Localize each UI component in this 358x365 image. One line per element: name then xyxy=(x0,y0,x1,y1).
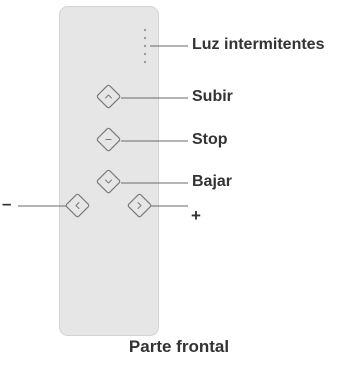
chevron-left-icon xyxy=(75,202,80,209)
left-button[interactable] xyxy=(65,193,90,218)
up-label: Subir xyxy=(192,88,233,105)
down-label: Bajar xyxy=(192,173,233,190)
led-indicator xyxy=(143,28,147,64)
down-button[interactable] xyxy=(96,169,121,194)
plus-label: + xyxy=(191,206,201,225)
chevron-down-icon xyxy=(105,179,112,184)
chevron-right-icon xyxy=(137,202,142,209)
right-button[interactable] xyxy=(127,193,152,218)
stop-label: Stop xyxy=(192,131,228,148)
led-label: Luz intermitentes xyxy=(192,36,325,53)
minus-label: – xyxy=(2,194,12,213)
chevron-up-icon xyxy=(105,94,112,99)
caption: Parte frontal xyxy=(128,337,230,356)
up-button[interactable] xyxy=(96,84,121,109)
